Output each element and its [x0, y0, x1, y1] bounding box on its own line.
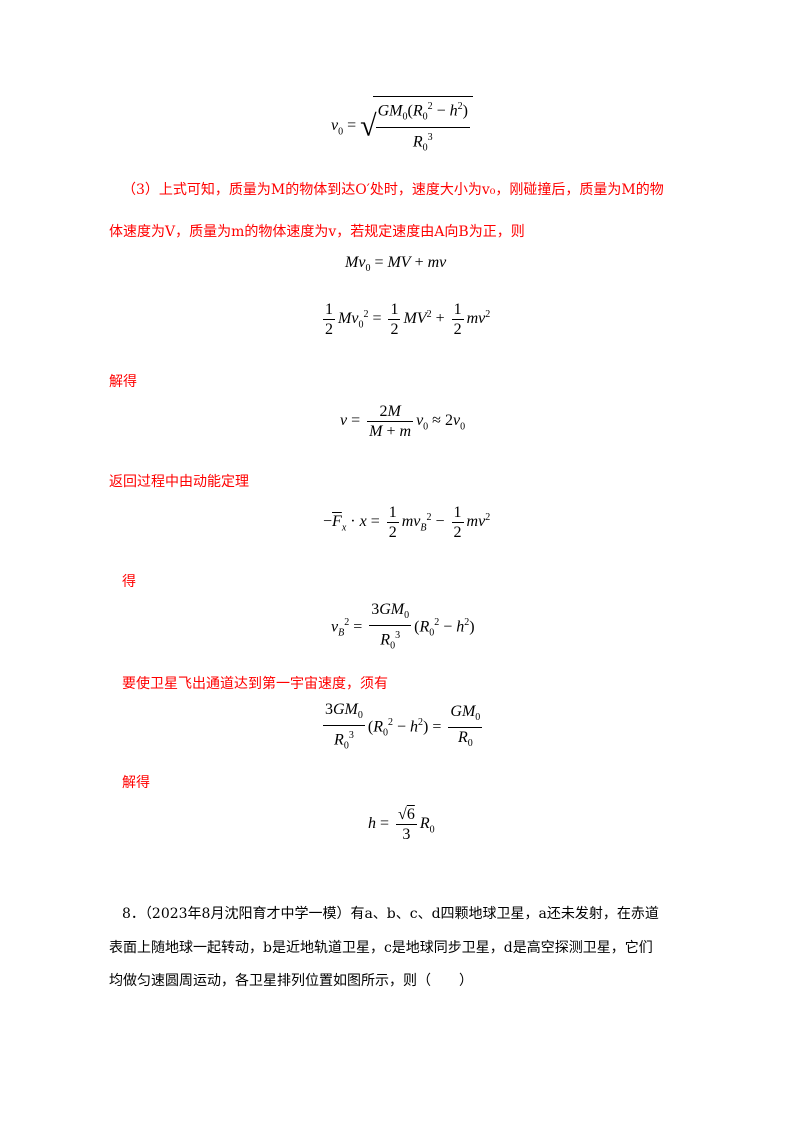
equation-momentum: Mv0 = MV + mv — [345, 254, 447, 275]
problem8-line3: 均做匀速圆周运动，各卫星排列位置如图所示，则（ ） — [109, 973, 473, 989]
return-process-text: 返回过程中由动能定理 — [109, 474, 249, 490]
part3-text-line1: （3）上式可知，质量为M的物体到达O′处时，速度大小为v₀，刚碰撞后，质量为M的… — [122, 182, 664, 198]
solve-label-1: 解得 — [109, 374, 137, 390]
problem8-line1: 8．（2023年8月沈阳育才中学一模）有a、b、c、d四颗地球卫星，a还未发射，… — [122, 906, 659, 922]
condition-text: 要使卫星飞出通道达到第一宇宙速度，须有 — [122, 676, 388, 692]
get-label: 得 — [122, 574, 136, 590]
part3-text-line2: 体速度为V，质量为m的物体速度为v，若规定速度由A向B为正，则 — [109, 224, 525, 240]
equation-v0: v0 = √ GM0(R02 − h2) R03 — [331, 96, 473, 157]
solve-label-2: 解得 — [122, 775, 150, 791]
problem8-line2: 表面上随地球一起转动，b是近地轨道卫星，c是地球同步卫星，d是高空探测卫星，它们 — [109, 940, 653, 956]
